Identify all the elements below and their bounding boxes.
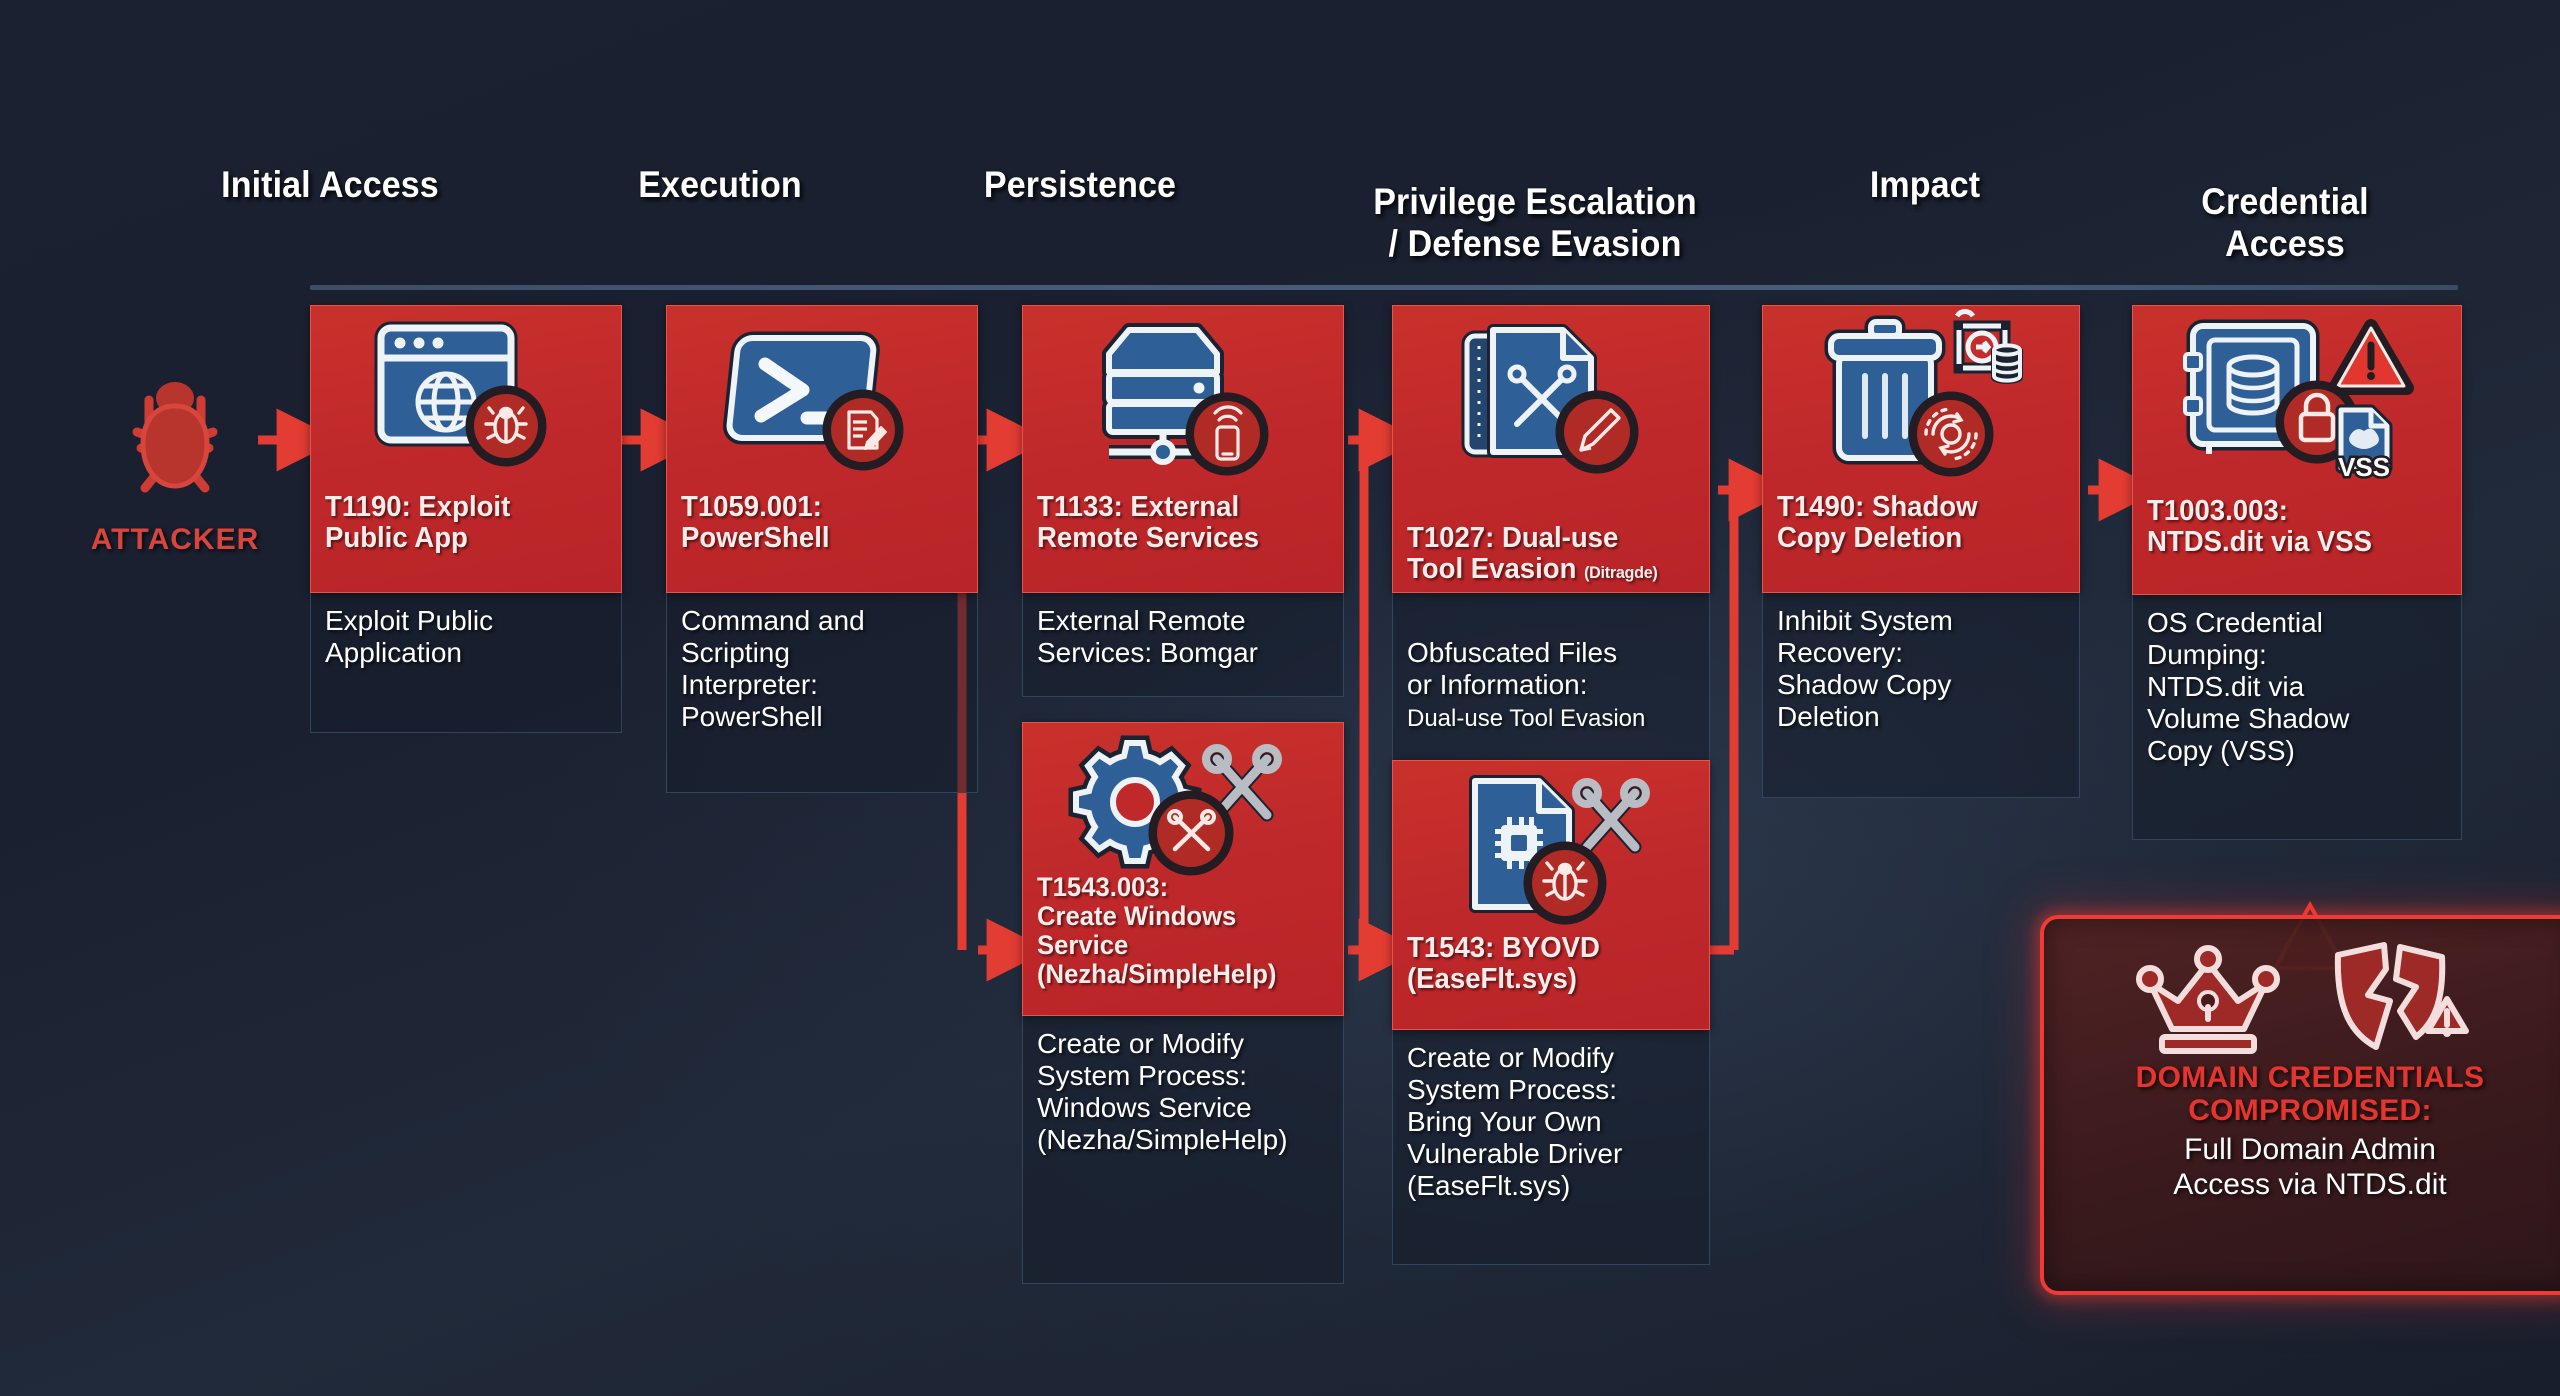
card-body: Create or Modify System Process: Windows…: [1022, 1016, 1344, 1284]
warning-triangle-icon: [2328, 319, 2414, 395]
card-title: T1543.003: Create Windows Service (Nezha…: [1037, 872, 1277, 989]
card-title: T1003.003: NTDS.dit via VSS: [2147, 495, 2373, 559]
broken-shield-warning-icon: [2334, 942, 2469, 1050]
card-icon-zone: [681, 306, 963, 492]
card-title-annotation: (Ditragde): [1584, 563, 1658, 583]
card-title: T1059.001: PowerShell: [681, 491, 830, 555]
card-icon-zone: [1407, 306, 1695, 492]
callout-subtitle: Full Domain Admin Access via NTDS.dit: [2173, 1133, 2447, 1201]
card-header: VSS T1003.003: NTDS.dit via VSS: [2132, 305, 2462, 595]
card-t1543-byovd[interactable]: T1543: BYOVD (EaseFlt.sys) Create or Mod…: [1392, 760, 1710, 1265]
wrench-screwdriver-icon: [1202, 744, 1282, 822]
card-icon-zone: [1777, 306, 2065, 492]
bug-badge-icon: [465, 385, 547, 467]
card-header: T1133: External Remote Services: [1022, 305, 1344, 593]
wrench-screwdriver-icon: [1572, 778, 1650, 854]
attacker-label: ATTACKER: [90, 523, 260, 556]
card-body-detail: Dual-use Tool Evasion: [1407, 704, 1646, 732]
column-header-label: Privilege Escalation / Defense Evasion: [1373, 181, 1697, 264]
bug-badge-icon: [1523, 841, 1607, 925]
card-icon-zone: [1037, 723, 1329, 876]
bug-icon: [132, 382, 218, 493]
card-body: Command and Scripting Interpreter: Power…: [666, 593, 978, 793]
card-t1190[interactable]: T1190: Exploit Public App Exploit Public…: [310, 305, 622, 733]
card-t1133[interactable]: T1133: External Remote Services External…: [1022, 305, 1344, 697]
card-t1027[interactable]: T1027: Dual-use Tool Evasion (Ditragde) …: [1392, 305, 1710, 773]
card-title: T1133: External Remote Services: [1037, 491, 1260, 555]
restore-badge-icon: [1908, 391, 1994, 477]
script-edit-badge-icon: [822, 389, 904, 471]
header-divider-rule: [310, 285, 2458, 290]
column-header-label: Execution: [638, 164, 802, 205]
column-header-privilege-escalation: Privilege Escalation / Defense Evasion: [1342, 140, 1728, 264]
card-t1059-001[interactable]: T1059.001: PowerShell Command and Script…: [666, 305, 978, 793]
card-t1003-003[interactable]: VSS T1003.003: NTDS.dit via VSS OS Crede…: [2132, 305, 2462, 840]
vss-file-icon: VSS: [2335, 404, 2393, 485]
card-header: T1543.003: Create Windows Service (Nezha…: [1022, 722, 1344, 1016]
card-body: Obfuscated Files or Information: Dual-us…: [1392, 593, 1710, 773]
column-header-impact: Impact: [1787, 164, 2063, 205]
crown-key-icon: [2136, 945, 2280, 1054]
vss-file-label: VSS: [2338, 452, 2390, 482]
card-icon-zone: VSS: [2147, 306, 2447, 496]
mobile-remote-badge-icon: [1185, 392, 1269, 476]
column-header-label: Impact: [1869, 164, 1981, 205]
column-header-label: Persistence: [983, 164, 1177, 205]
card-header: T1059.001: PowerShell: [666, 305, 978, 593]
card-title-main: T1027: Dual-use Tool Evasion: [1407, 522, 1619, 586]
card-t1490[interactable]: T1490: Shadow Copy Deletion Inhibit Syst…: [1762, 305, 2080, 798]
column-header-credential-access: Credential Access: [2147, 140, 2423, 264]
card-title: T1190: Exploit Public App: [325, 491, 511, 555]
card-icon-zone: [1407, 761, 1695, 933]
card-body: OS Credential Dumping: NTDS.dit via Volu…: [2132, 595, 2462, 840]
column-header-initial-access: Initial Access: [192, 164, 468, 205]
column-header-execution: Execution: [582, 164, 858, 205]
card-body: External Remote Services: Bomgar: [1022, 593, 1344, 697]
card-title: T1490: Shadow Copy Deletion: [1777, 491, 1978, 555]
card-body: Exploit Public Application: [310, 593, 622, 733]
card-body: Create or Modify System Process: Bring Y…: [1392, 1030, 1710, 1265]
column-header-label: Initial Access: [221, 164, 439, 205]
card-title: T1027: Dual-use Tool Evasion (Ditragde): [1407, 492, 1681, 585]
tools-badge-icon: [1148, 790, 1234, 876]
card-header: T1490: Shadow Copy Deletion: [1762, 305, 2080, 593]
card-title: T1543: BYOVD (EaseFlt.sys): [1407, 932, 1600, 996]
card-header: T1027: Dual-use Tool Evasion (Ditragde): [1392, 305, 1710, 593]
card-header: T1190: Exploit Public App: [310, 305, 622, 593]
card-icon-zone: [1037, 306, 1329, 492]
pen-obfuscate-badge-icon: [1555, 390, 1639, 474]
column-header-label: Credential Access: [2201, 181, 2369, 264]
callout-icon-zone: [2066, 937, 2554, 1055]
card-body-main: Obfuscated Files or Information:: [1407, 636, 1618, 700]
card-body: Inhibit System Recovery: Shadow Copy Del…: [1762, 593, 2080, 798]
callout-title: DOMAIN CREDENTIALS COMPROMISED:: [2135, 1061, 2485, 1127]
card-t1543-003[interactable]: T1543.003: Create Windows Service (Nezha…: [1022, 722, 1344, 1284]
card-icon-zone: [325, 306, 607, 492]
backup-database-icon: [1953, 309, 2023, 384]
card-header: T1543: BYOVD (EaseFlt.sys): [1392, 760, 1710, 1030]
column-header-persistence: Persistence: [942, 164, 1218, 205]
attacker-group: ATTACKER: [60, 370, 290, 557]
domain-credentials-compromised-callout[interactable]: DOMAIN CREDENTIALS COMPROMISED: Full Dom…: [2040, 915, 2560, 1295]
